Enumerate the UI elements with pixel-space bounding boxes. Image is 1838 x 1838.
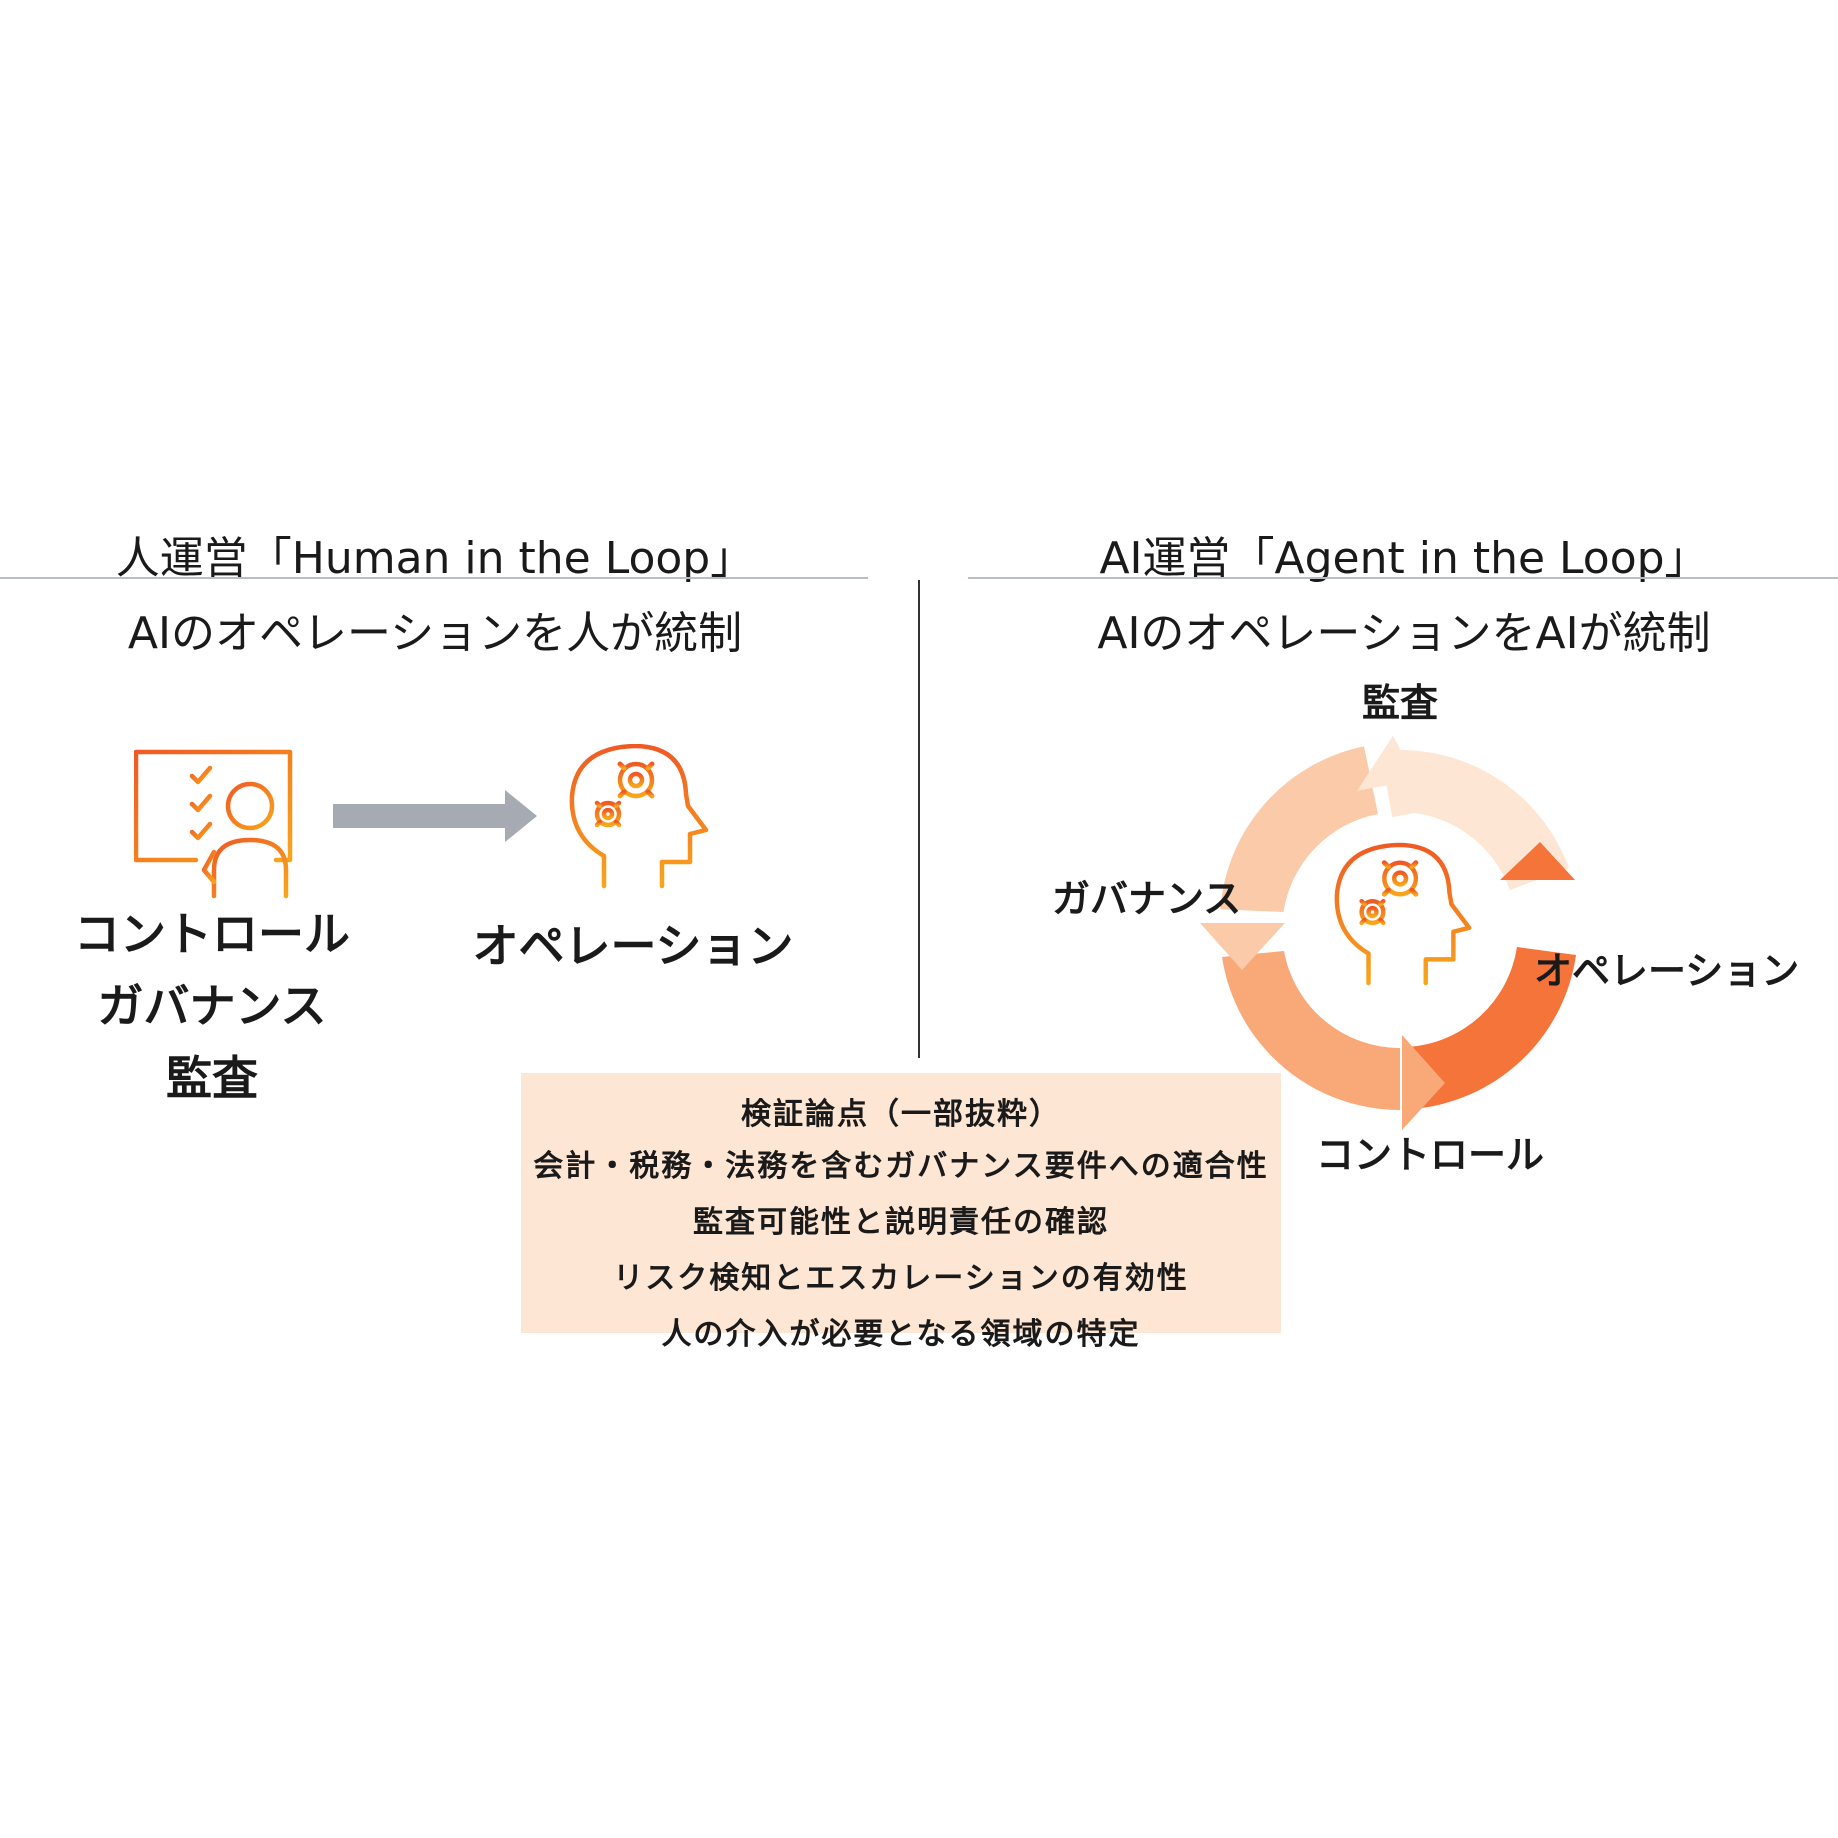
flow-arrow: [333, 790, 537, 842]
checkpoints-heading: 検証論点（一部抜粋）: [741, 1097, 1061, 1132]
checkpoint-item: 監査可能性と説明責任の確認: [693, 1205, 1109, 1240]
cycle-label-audit: 監査: [1361, 681, 1438, 725]
ai-head-gears-icon-center: [1334, 842, 1472, 986]
section-divider: [918, 580, 920, 1058]
checkpoint-item: 会計・税務・法務を含むガバナンス要件への適合性: [533, 1149, 1269, 1184]
cycle-label-control: コントロール: [1316, 1133, 1545, 1177]
ai-head-gears-icon: [569, 744, 709, 889]
cycle-arrowhead-governance: [1200, 923, 1285, 970]
checkpoint-item: リスク検知とエスカレーションの有効性: [613, 1261, 1189, 1296]
human-label-governance: ガバナンス: [97, 979, 327, 1033]
right-divider: [968, 577, 1838, 579]
right-subtitle: AIのオペレーションをAIが統制: [1097, 608, 1711, 659]
cycle-arrowhead-operation: [1500, 842, 1575, 880]
human-label-control: コントロール: [74, 907, 350, 961]
human-label-audit: 監査: [166, 1051, 258, 1105]
left-divider: [0, 577, 868, 579]
left-title: 人運営「Human in the Loop」: [115, 533, 755, 584]
cycle-segment-governance: [1220, 746, 1378, 912]
cycle-arrowhead-audit: [1357, 735, 1422, 817]
cycle-diagram: [1200, 735, 1576, 1130]
cycle-label-operation: オペレーション: [1534, 949, 1800, 993]
cycle-label-governance: ガバナンス: [1052, 877, 1242, 921]
left-subtitle: AIのオペレーションを人が統制: [127, 608, 743, 659]
checkpoints-box: 検証論点（一部抜粋） 会計・税務・法務を含むガバナンス要件への適合性 監査可能性…: [521, 1073, 1281, 1352]
cycle-arrowhead-control: [1402, 1035, 1445, 1130]
right-title: AI運営「Agent in the Loop」: [1099, 533, 1709, 584]
checkpoint-item: 人の介入が必要となる領域の特定: [661, 1317, 1141, 1352]
checklist-person-icon: [134, 749, 293, 900]
cycle-segment-operation: [1408, 947, 1576, 1109]
ai-label-operation: オペレーション: [472, 919, 794, 973]
cycle-segment-control: [1222, 951, 1400, 1110]
